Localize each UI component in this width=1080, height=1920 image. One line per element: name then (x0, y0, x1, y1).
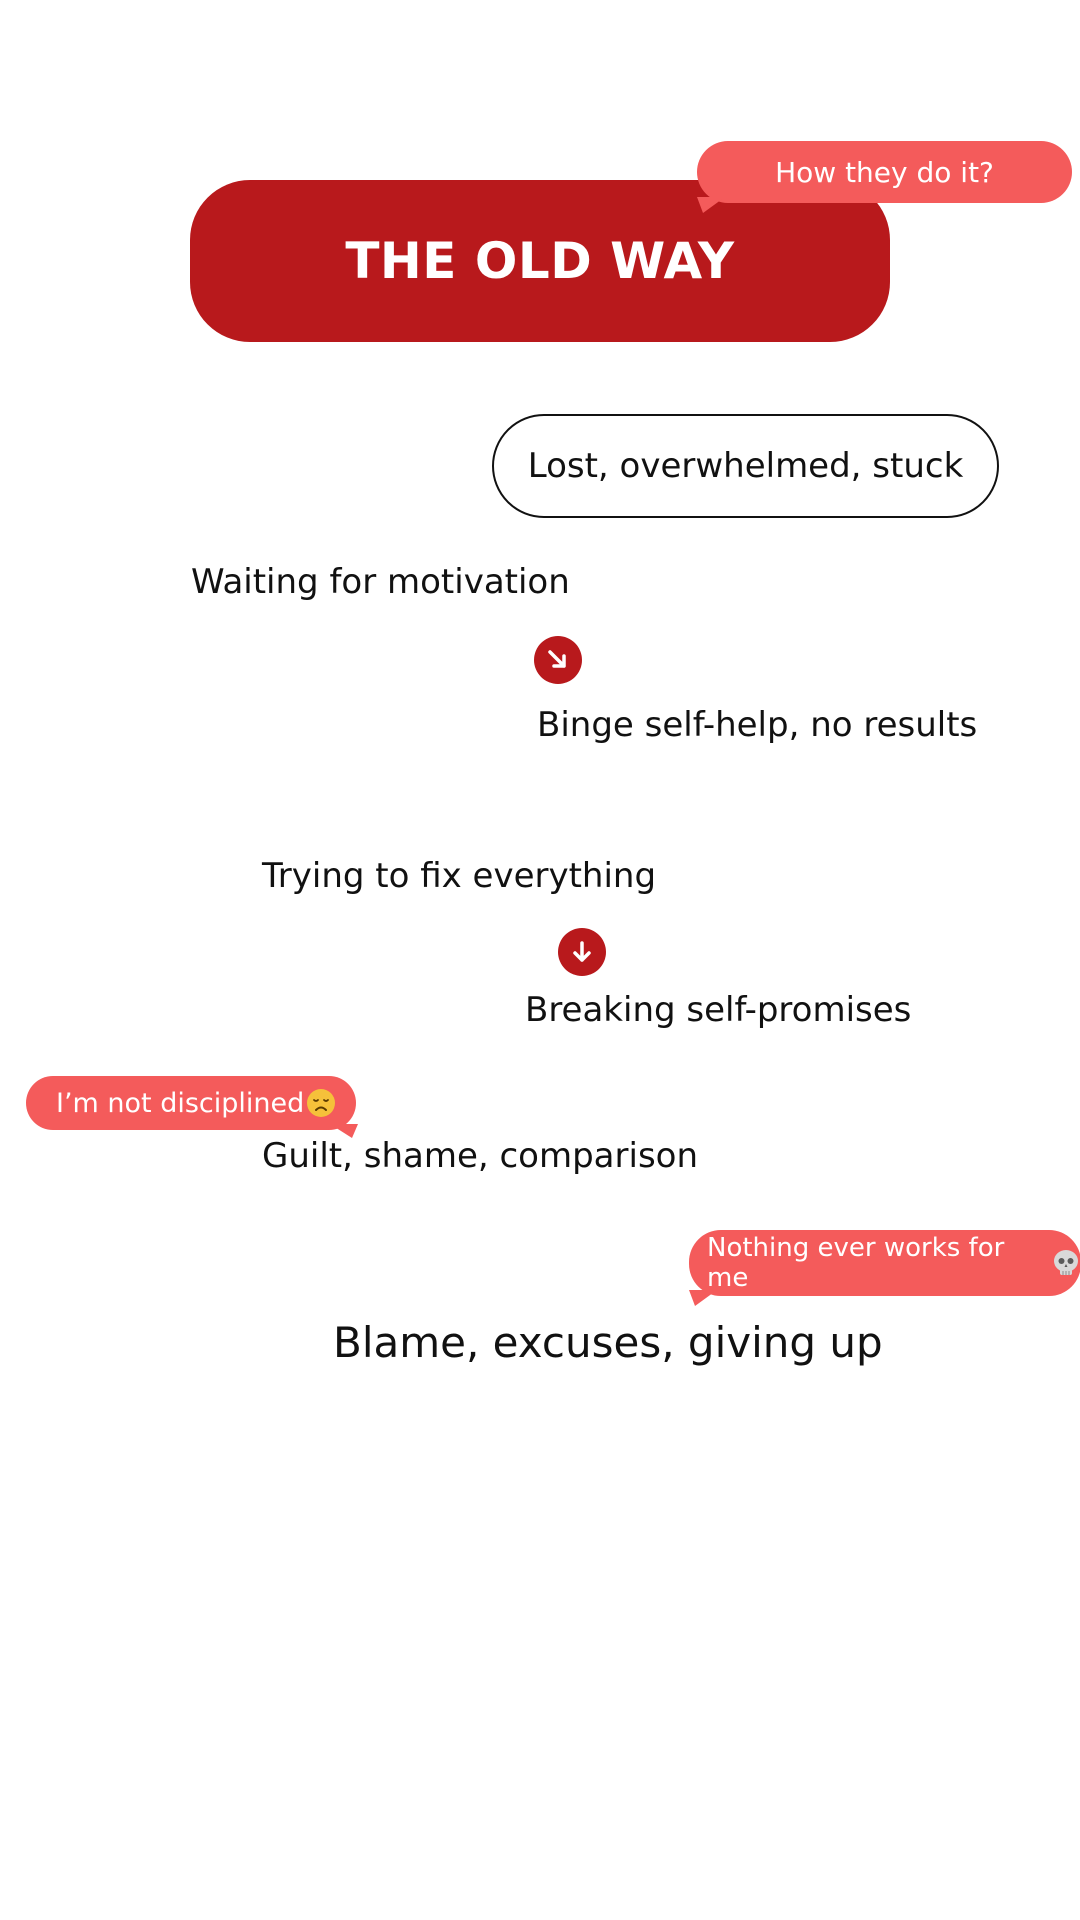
speech-bubble-question: How they do it? (697, 141, 1072, 213)
thought-bubble-text: I’m not disciplined (56, 1087, 305, 1119)
thought-bubble-not-disciplined: I’m not disciplined (26, 1076, 358, 1138)
state-text: Lost, overwhelmed, stuck (527, 446, 964, 486)
title-banner: THE OLD WAY (190, 180, 890, 342)
state-pill: Lost, overwhelmed, stuck (492, 414, 999, 518)
final-outcome: Blame, excuses, giving up (333, 1318, 883, 1367)
step-breaking-promises: Breaking self-promises (525, 990, 912, 1030)
disappointed-face-icon (306, 1088, 336, 1118)
step-guilt-shame: Guilt, shame, comparison (262, 1136, 699, 1176)
skull-icon (1051, 1248, 1080, 1278)
arrow-down-glyph (573, 941, 591, 962)
thought-bubble-tail (330, 1124, 358, 1138)
arrow-down-right-icon (534, 636, 582, 684)
thought-bubble-text: Nothing ever works for me (707, 1233, 1005, 1293)
arrow-down-icon (558, 928, 606, 976)
page-title: THE OLD WAY (345, 232, 735, 290)
speech-bubble-tail (697, 197, 725, 213)
step-waiting-motivation: Waiting for motivation (191, 562, 570, 602)
arrow-down-right-glyph (548, 650, 566, 668)
thought-bubble-nothing-works: Nothing ever works for me (689, 1230, 1080, 1306)
step-fix-everything: Trying to fix everything (262, 856, 657, 896)
step-binge-self-help: Binge self-help, no results (537, 705, 978, 745)
speech-bubble-text: How they do it? (775, 155, 994, 189)
thought-bubble-tail (689, 1290, 717, 1306)
